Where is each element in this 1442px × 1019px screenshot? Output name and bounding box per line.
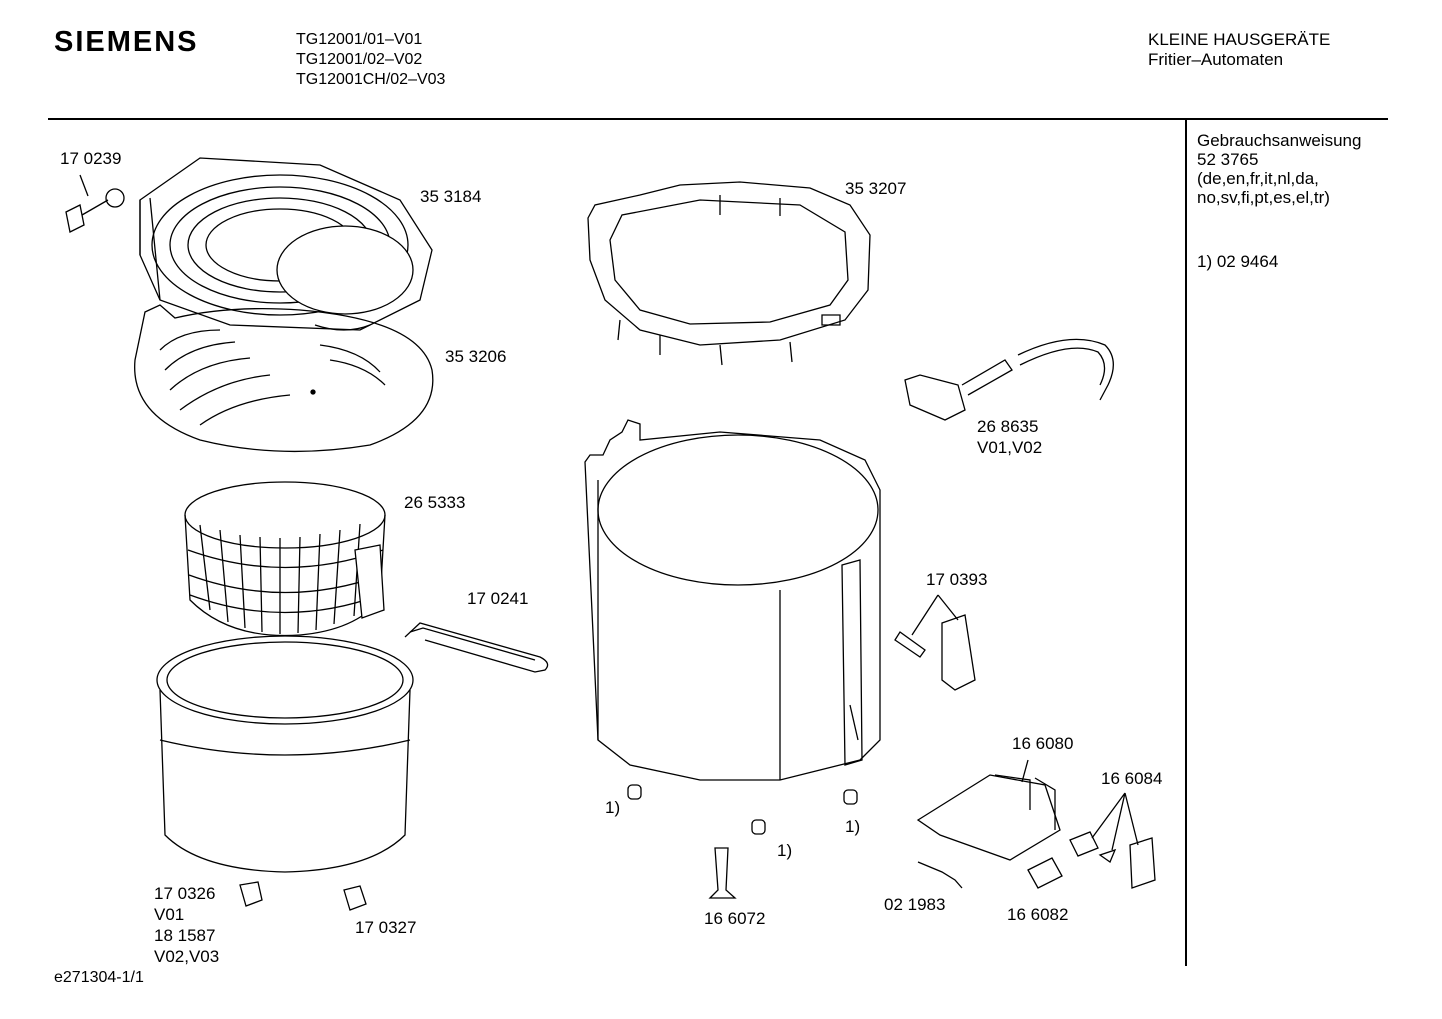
category-title: KLEINE HAUSGERÄTE [1148,30,1331,49]
knob-part-drawing [66,175,124,232]
part-number-label: 17 0241 [467,589,529,608]
variant-label: V02,V03 [154,947,220,966]
header-divider [48,118,1388,120]
variant-label: V01,V02 [977,438,1043,457]
lid-drawing [140,158,432,330]
model-number: TG12001CH/02–V03 [296,71,446,88]
basket-drawing [185,482,385,636]
sidebar-divider [1185,120,1187,966]
foot-pin-drawing [710,848,735,898]
footnote: 1) 02 9464 [1197,252,1279,271]
part-number-label: 17 0327 [355,918,417,937]
filter-plate-drawing [135,305,433,451]
part-number-label: 26 5333 [404,493,466,512]
ring-drawing [588,182,870,365]
housing-drawing [585,420,880,780]
feet-drawing [628,785,857,834]
manual-title: Gebrauchsanweisung [1197,131,1362,150]
manual-languages: (de,en,fr,it,nl,da, [1197,169,1319,188]
manual-number: 52 3765 [1197,150,1259,169]
part-number-label: 16 6080 [1012,734,1074,753]
part-number-label: 16 6072 [704,909,766,928]
footnote-ref: 1) [777,841,793,860]
part-number-label: 18 1587 [154,926,216,945]
part-number-label: 17 0326 [154,884,216,903]
part-number-label: 26 8635 [977,417,1039,436]
power-cord-drawing [905,339,1113,420]
manual-info: Gebrauchsanweisung 52 3765 (de,en,fr,it,… [1197,131,1361,207]
switch-drawing [895,595,975,690]
category-subtitle: Fritier–Automaten [1148,50,1284,69]
clip-drawing [240,882,366,910]
handle-drawing [405,623,548,672]
part-number-label: 17 0239 [60,149,122,168]
part-number-label: 35 3184 [420,187,482,206]
model-list: TG12001/01–V01 TG12001/02–V02 TG12001CH/… [296,30,445,90]
brand-logo: SIEMENS [54,26,199,58]
model-number: TG12001/02–V02 [296,51,423,68]
footnote-ref: 1) [845,817,861,836]
part-number-label: 02 1983 [884,895,946,914]
product-category: KLEINE HAUSGERÄTE Fritier–Automaten [1148,30,1330,70]
document-id: e271304-1/1 [54,969,144,986]
switch-parts-drawing [1070,793,1155,888]
part-number-label: 17 0393 [926,570,988,589]
control-unit-drawing [918,760,1060,860]
footnote-ref: 1) [605,798,621,817]
manual-languages: no,sv,fi,pt,es,el,tr) [1197,188,1330,207]
pot-drawing [157,636,413,872]
variant-label: V01 [154,905,185,924]
part-number-label: 16 6082 [1007,905,1069,924]
part-number-label: 16 6084 [1101,769,1163,788]
wire-drawing [918,862,962,888]
part-number-label: 35 3207 [845,179,907,198]
part-number-label: 35 3206 [445,347,507,366]
model-number: TG12001/01–V01 [296,31,423,48]
cover-drawing [1028,858,1062,888]
